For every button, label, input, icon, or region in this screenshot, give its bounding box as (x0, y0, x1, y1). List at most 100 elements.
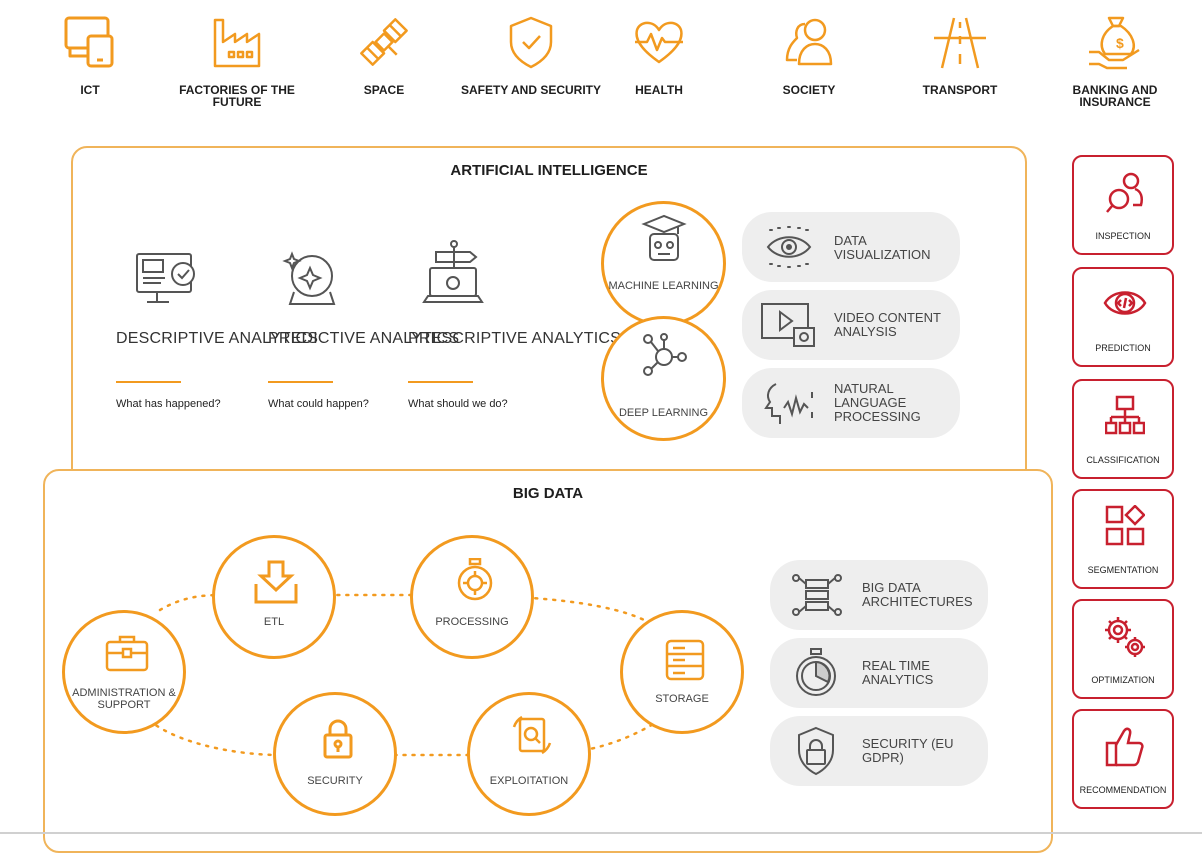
cycle-step-label: ETL (263, 616, 285, 628)
cycle-step-processing: PROCESSING (410, 535, 534, 659)
eye-code-icon (1103, 291, 1147, 315)
application-segmentation: SEGMENTATION (1072, 489, 1174, 589)
application-classification: CLASSIFICATION (1072, 379, 1174, 479)
capability-big-data-architectures: BIG DATA ARCHITECTURES (770, 560, 988, 630)
shield-check-icon (509, 16, 553, 69)
shapes-grid-icon (1105, 505, 1145, 546)
sector-label: TRANSPORT (922, 83, 998, 97)
analytics-title-descriptive: DESCRIPTIVE ANALYTICS (116, 330, 319, 347)
application-label: PREDICTION (1095, 343, 1151, 353)
shield-lock-icon (798, 726, 834, 776)
road-icon (934, 17, 986, 69)
capability-real-time-analytics: REAL TIME ANALYTICS (770, 638, 988, 708)
sector-banking: $ BANKING AND INSURANCE (1040, 12, 1190, 108)
cycle-step-label: STORAGE (655, 693, 709, 705)
application-recommendation: RECOMMENDATION (1072, 709, 1174, 809)
sector-factories: FACTORIES OF THE FUTURE (162, 12, 312, 108)
sector-safety: SAFETY AND SECURITY (456, 12, 606, 96)
application-label: CLASSIFICATION (1086, 455, 1160, 465)
people-icon (785, 18, 833, 66)
cycle-step-administration: ADMINISTRATION & SUPPORT (62, 610, 186, 734)
capability-nlp: NATURAL LANGUAGE PROCESSING (742, 368, 960, 438)
analytics-underline (268, 381, 333, 383)
analytics-title-prescriptive: PRESCRIPTIVE ANALYTICS (408, 330, 622, 347)
cycle-step-label: EXPLOITATION (489, 775, 569, 787)
stopwatch-gear-icon (457, 558, 493, 601)
machine-learning-circle: MACHINE LEARNING (601, 201, 726, 326)
money-bag-icon: $ (1089, 16, 1140, 70)
analytics-underline (116, 381, 181, 383)
crystal-ball-icon (282, 251, 336, 305)
cycle-step-storage: STORAGE (620, 610, 744, 734)
analytics-title-predictive: PREDICTIVE ANALYTICS (268, 330, 460, 347)
big-data-panel-title: BIG DATA (512, 485, 584, 502)
thumbs-up-icon (1105, 727, 1144, 767)
gears-icon (1105, 617, 1145, 657)
svg-text:$: $ (1116, 35, 1124, 51)
capability-label: VIDEO CONTENT ANALYSIS (834, 310, 941, 339)
sector-transport: TRANSPORT (885, 12, 1035, 96)
sector-health: HEALTH (584, 12, 734, 96)
laptop-signpost-icon (422, 240, 484, 303)
application-label: SEGMENTATION (1087, 565, 1159, 575)
cycle-step-security: SECURITY (273, 692, 397, 816)
application-label: RECOMMENDATION (1079, 785, 1167, 795)
cycle-step-exploitation: EXPLOITATION (467, 692, 591, 816)
analytics-question: What could happen? (268, 398, 369, 410)
capability-video-content-analysis: VIDEO CONTENT ANALYSIS (742, 290, 960, 360)
application-optimization: OPTIMIZATION (1072, 599, 1174, 699)
application-inspection: INSPECTION (1072, 155, 1174, 255)
magnifier-person-icon (1106, 172, 1143, 213)
capability-label: NATURAL LANGUAGE PROCESSING (834, 381, 921, 424)
machine-learning-label: MACHINE LEARNING (608, 280, 719, 292)
capability-label: DATA VISUALIZATION (834, 233, 931, 262)
server-icon (665, 639, 705, 681)
analytics-question: What should we do? (408, 398, 508, 410)
bottom-divider (0, 832, 1202, 834)
sector-label: SAFETY AND SECURITY (460, 83, 601, 97)
deep-learning-circle: DEEP LEARNING (601, 316, 726, 441)
document-search-icon (512, 715, 552, 755)
capability-security-gdpr: SECURITY (EU GDPR) (770, 716, 988, 786)
cycle-step-label: ADMINISTRATION & SUPPORT (72, 687, 176, 711)
cycle-step-label: PROCESSING (435, 616, 509, 628)
sector-label: FACTORIES OF THE FUTURE (179, 83, 295, 109)
heartbeat-icon (635, 21, 683, 64)
eye-icon (766, 226, 812, 268)
sector-label: HEALTH (635, 83, 683, 97)
sector-label: SPACE (363, 83, 405, 97)
analytics-underline (408, 381, 473, 383)
deep-learning-label: DEEP LEARNING (618, 407, 709, 419)
download-tray-icon (254, 560, 298, 604)
monitor-magnifier-icon (136, 253, 195, 303)
sector-label: BANKING AND INSURANCE (1072, 83, 1158, 109)
application-prediction: PREDICTION (1072, 267, 1174, 367)
speaking-head-icon (764, 383, 813, 424)
robot-graduate-icon (641, 214, 687, 261)
satellite-icon (360, 18, 408, 66)
factory-icon (213, 18, 261, 68)
capability-label: REAL TIME ANALYTICS (862, 658, 934, 687)
cycle-step-etl: ETL (212, 535, 336, 659)
application-label: OPTIMIZATION (1091, 675, 1155, 685)
capability-label: SECURITY (EU GDPR) (862, 736, 954, 765)
sector-label: ICT (80, 83, 100, 97)
padlock-icon (323, 719, 353, 759)
capability-data-visualization: DATA VISUALIZATION (742, 212, 960, 282)
hierarchy-icon (1105, 395, 1145, 435)
stopwatch-icon (796, 648, 836, 696)
computer-devices-icon (64, 16, 114, 68)
capability-label: BIG DATA ARCHITECTURES (862, 580, 973, 609)
analytics-question: What has happened? (116, 398, 221, 410)
ai-panel-title: ARTIFICIAL INTELLIGENCE (450, 162, 648, 179)
briefcase-icon (105, 635, 149, 672)
sector-space: SPACE (309, 12, 459, 96)
application-label: INSPECTION (1095, 231, 1151, 241)
network-servers-icon (792, 574, 842, 616)
video-play-icon (761, 303, 815, 347)
sector-label: SOCIETY (782, 83, 836, 97)
cycle-step-label: SECURITY (307, 775, 363, 787)
sector-ict: ICT (15, 12, 165, 96)
sector-society: SOCIETY (734, 12, 884, 96)
neural-network-icon (643, 333, 687, 376)
